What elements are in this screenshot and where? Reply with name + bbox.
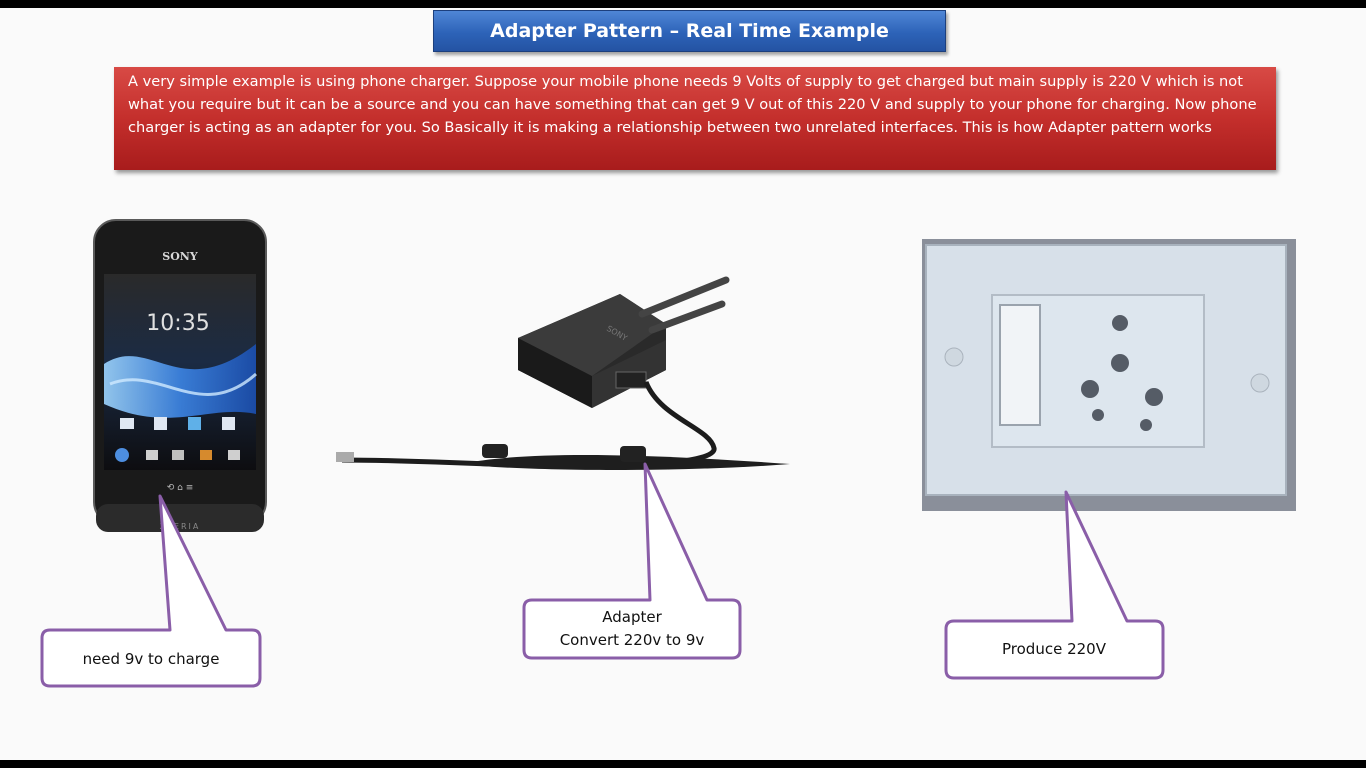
callout-socket xyxy=(944,490,1165,680)
callouts-layer xyxy=(40,462,1165,688)
phone-app-icons xyxy=(115,417,240,462)
title-bar: Adapter Pattern – Real Time Example xyxy=(433,10,946,52)
phone-bottom-text: XPERIA xyxy=(160,522,201,531)
callout-phone-label: need 9v to charge xyxy=(42,648,260,671)
slide-title: Adapter Pattern – Real Time Example xyxy=(490,20,889,42)
phone-nav-keys: ⟲ ⌂ ≡ xyxy=(167,483,194,493)
phone-brand: SONY xyxy=(162,250,198,263)
description-box: A very simple example is using phone cha… xyxy=(114,67,1276,170)
socket-callout-text: Produce 220V xyxy=(1002,640,1106,658)
adapter-callout-line2: Convert 220v to 9v xyxy=(559,631,705,649)
wall-socket-image xyxy=(922,239,1296,511)
phone-clock: 10:35 xyxy=(146,311,209,336)
callout-adapter-label: Adapter Convert 220v to 9v xyxy=(524,606,740,652)
description-text: A very simple example is using phone cha… xyxy=(128,73,1257,136)
phone-image: SONY 10:35 ⟲ ⌂ ≡ XPERIA xyxy=(93,219,267,532)
adapter-callout-line1: Adapter xyxy=(602,608,662,626)
charger-image: SONY xyxy=(336,276,790,470)
slide: Adapter Pattern – Real Time Example A ve… xyxy=(0,8,1366,760)
callout-adapter xyxy=(522,462,742,660)
callout-socket-label: Produce 220V xyxy=(946,638,1162,661)
phone-callout-text: need 9v to charge xyxy=(82,650,220,668)
callout-phone xyxy=(40,494,262,688)
